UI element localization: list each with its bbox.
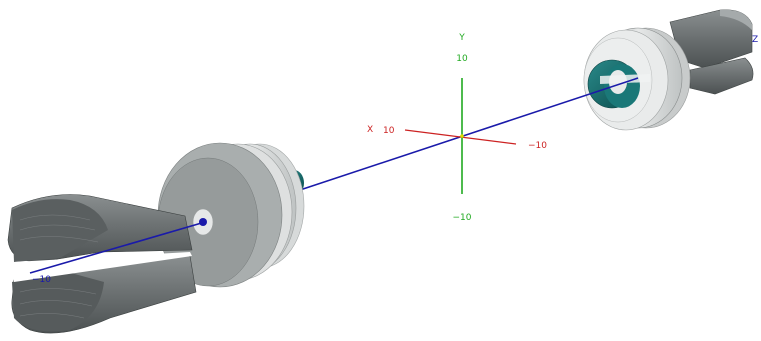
z-axis-near-label: −10 [32, 275, 51, 285]
y-axis-name: Y [458, 33, 465, 43]
z-axis-line [299, 77, 639, 191]
near-body [7, 194, 197, 334]
x-axis-line [404, 129, 517, 145]
x-axis-pos-label: 10 [383, 126, 395, 136]
far-assembly[interactable] [583, 9, 754, 131]
y-axis-neg-label: −10 [453, 213, 472, 223]
near-z-axis-segment [29, 221, 206, 274]
axes-origin [460, 134, 464, 138]
y-axis-pos-label: 10 [456, 54, 468, 64]
far-teal-ring [587, 59, 650, 109]
axes-triad [404, 78, 517, 194]
far-body [669, 9, 754, 95]
near-assembly[interactable] [7, 142, 305, 334]
x-axis-name: X [367, 125, 373, 135]
z-axis-name: Z [752, 35, 758, 45]
x-axis-neg-label: −10 [528, 141, 547, 151]
near-flange [157, 142, 305, 288]
